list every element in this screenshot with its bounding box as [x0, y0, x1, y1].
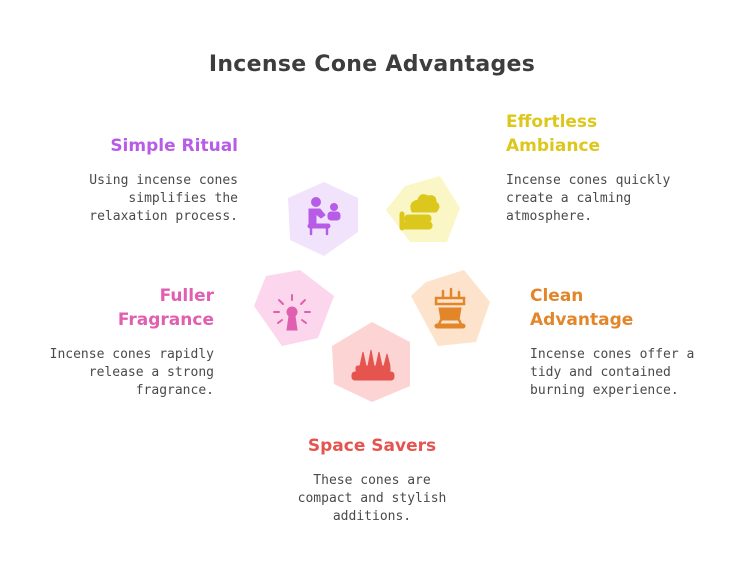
- scent-diffuser-icon: [273, 294, 311, 331]
- effortless-ambiance-description: Incense cones quickly create a calming a…: [506, 172, 726, 226]
- desc-line: simplifies the: [128, 191, 238, 206]
- incense-burner-icon: [434, 287, 466, 329]
- simple-ritual-heading: Simple Ritual: [40, 134, 238, 158]
- desc-line: atmosphere.: [506, 209, 593, 224]
- space-savers-heading: Space Savers: [262, 434, 482, 458]
- heading-line: Space Savers: [307, 436, 437, 456]
- desc-line: Using incense cones: [89, 173, 238, 188]
- desc-line: Incense cones offer a: [530, 347, 695, 362]
- smoke-hand-icon: [399, 194, 440, 231]
- fuller-fragrance-description: Incense cones rapidly release a strong f…: [10, 346, 214, 400]
- desc-line: These cones are: [313, 473, 431, 488]
- simple-ritual-description: Using incense cones simplifies the relax…: [30, 172, 238, 226]
- simple-ritual-node: [288, 182, 358, 256]
- effortless-ambiance-node: [386, 176, 460, 242]
- heading-line: Effortless: [506, 112, 598, 132]
- desc-line: release a strong: [88, 365, 214, 380]
- desc-line: burning experience.: [530, 383, 679, 398]
- clean-advantage-heading: Clean Advantage: [530, 284, 720, 332]
- desc-line: additions.: [332, 509, 412, 524]
- desc-line: Incense cones rapidly: [49, 347, 214, 362]
- heading-line: Advantage: [530, 310, 634, 330]
- fuller-fragrance-heading: Fuller Fragrance: [20, 284, 214, 332]
- desc-line: fragrance.: [135, 383, 214, 398]
- clean-advantage-node: [411, 270, 490, 346]
- desc-line: Incense cones quickly: [506, 173, 671, 188]
- desc-line: compact and stylish: [297, 491, 447, 506]
- clean-advantage-description: Incense cones offer a tidy and contained…: [530, 346, 740, 400]
- heading-line: Simple Ritual: [110, 136, 238, 156]
- desc-line: relaxation process.: [89, 209, 238, 224]
- desc-line: create a calming: [506, 191, 632, 206]
- space-savers-node: [332, 322, 410, 402]
- heading-line: Fuller: [159, 286, 214, 306]
- space-savers-description: These cones are compact and stylish addi…: [262, 472, 482, 526]
- cone-tray-icon: [351, 349, 395, 381]
- heading-line: Clean: [530, 286, 584, 306]
- meditation-person-icon: [307, 197, 341, 236]
- diagram-title: Incense Cone Advantages: [208, 52, 536, 77]
- heading-line: Ambiance: [506, 136, 601, 156]
- simple-ritual-hexagon: [288, 182, 358, 256]
- heading-line: Fragrance: [117, 310, 214, 330]
- desc-line: tidy and contained: [530, 365, 671, 380]
- effortless-ambiance-heading: Effortless Ambiance: [506, 110, 706, 158]
- fuller-fragrance-node: [254, 270, 334, 346]
